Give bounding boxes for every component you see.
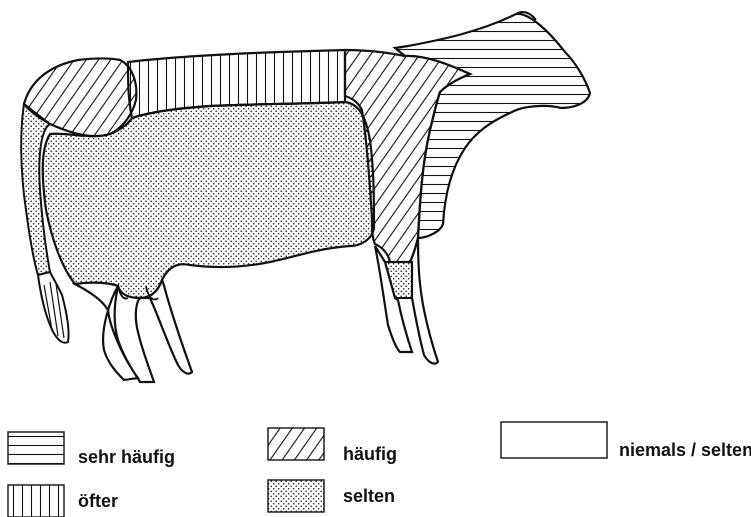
legend-label-haeufig: häufig (343, 444, 397, 465)
legend-swatch-vertical (8, 485, 64, 517)
legend-label-selten: selten (343, 486, 395, 507)
legend-label-niemals-selten: niemals / selten (619, 440, 751, 461)
legend-swatch-dots (268, 480, 324, 512)
legend-label-oefter: öfter (78, 491, 118, 512)
legend-swatch-blank (501, 422, 607, 458)
legend-swatch-horizontal (8, 432, 64, 464)
legend-swatch-diagonal (268, 428, 324, 460)
legend-label-sehr-haeufig: sehr häufig (78, 447, 175, 468)
